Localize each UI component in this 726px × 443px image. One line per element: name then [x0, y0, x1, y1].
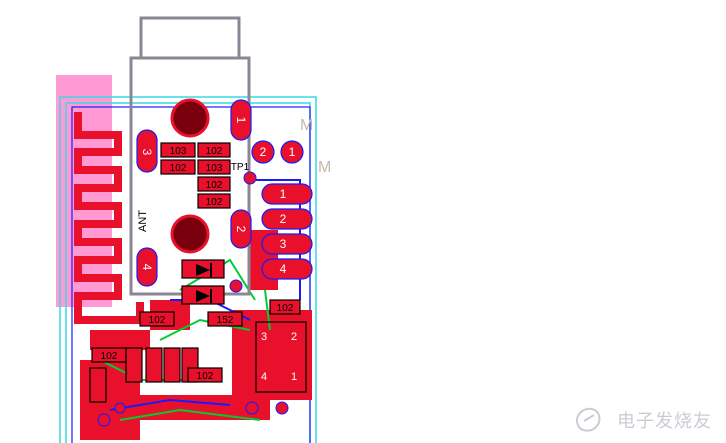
comp-label: 102	[277, 303, 294, 314]
edge-label-m1: M	[300, 117, 313, 134]
edge-label-m2: M	[318, 159, 331, 176]
comp-label: 102	[101, 351, 118, 362]
antenna-pads	[136, 99, 304, 287]
comp-label: 103	[206, 163, 223, 174]
pad-label-2: 2	[234, 226, 248, 233]
usb-pin-4: 4	[280, 262, 287, 276]
mount-hole-bottom	[170, 214, 210, 254]
pad-label-4: 4	[140, 264, 154, 271]
comp-label: 102	[149, 315, 166, 326]
diodes	[196, 263, 212, 303]
tp1-label: TP1	[231, 162, 250, 173]
comp-label: 102	[197, 371, 214, 382]
block-pin-4: 4	[261, 371, 267, 383]
comp-label: 103	[170, 146, 187, 157]
pad-label-3: 3	[140, 149, 154, 156]
block-pin-2: 2	[291, 331, 297, 343]
block-pin-3: 3	[261, 331, 267, 343]
comp-label: 152	[217, 315, 234, 326]
watermark-logo-icon	[576, 407, 601, 432]
pad-label-2b: 2	[260, 145, 267, 159]
meander-antenna	[74, 112, 144, 324]
smd-components	[89, 142, 307, 403]
pad-label-1b: 1	[289, 145, 296, 159]
mount-hole-top	[170, 98, 210, 138]
ant-label: ANT	[137, 210, 149, 232]
vias	[97, 171, 289, 427]
usb-pads	[261, 183, 313, 280]
comp-label: 102	[206, 197, 223, 208]
pad-label-1: 1	[234, 117, 248, 124]
usb-pin-1: 1	[280, 187, 287, 201]
block-pin-1: 1	[291, 371, 297, 383]
comp-label: 102	[170, 163, 187, 174]
comp-label: 102	[206, 180, 223, 191]
usb-pin-2: 2	[280, 212, 287, 226]
comp-label: 102	[206, 146, 223, 157]
usb-pin-3: 3	[280, 237, 287, 251]
watermark-text: 电子发烧友	[617, 411, 712, 432]
